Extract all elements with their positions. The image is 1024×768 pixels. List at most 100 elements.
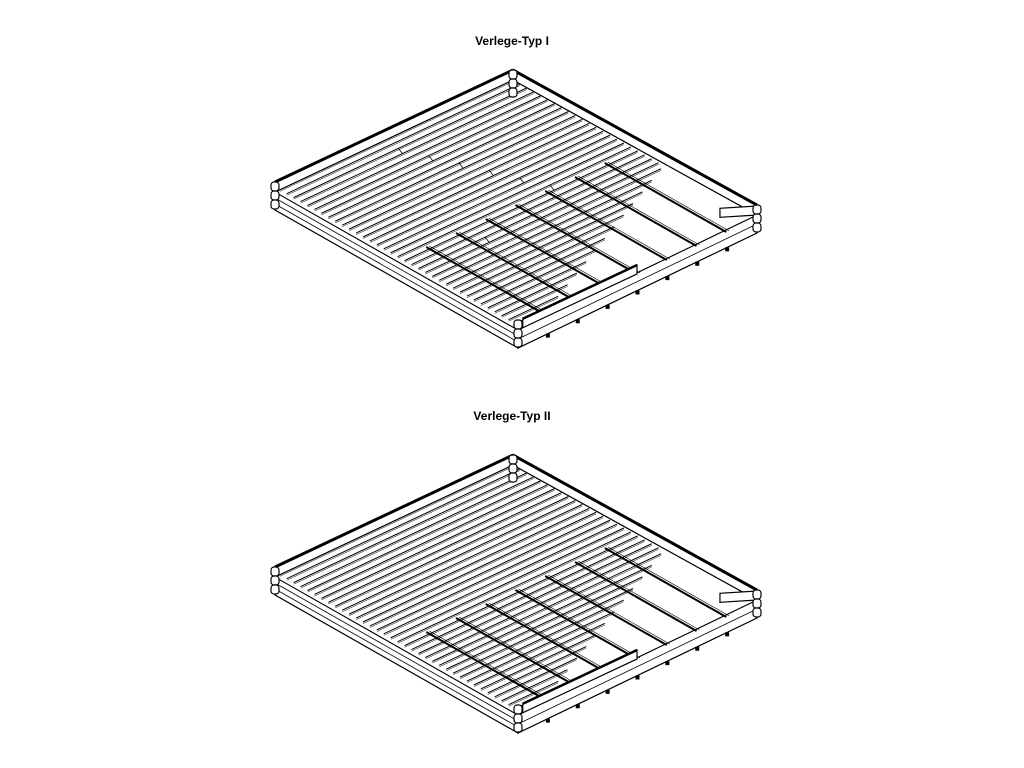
deck-board-edge bbox=[383, 523, 618, 635]
log-end-corner bbox=[752, 598, 762, 609]
deck-board-edge bbox=[438, 564, 652, 666]
log-end-corner bbox=[508, 463, 518, 474]
deck-board-edge bbox=[404, 152, 638, 263]
joist bbox=[425, 246, 549, 317]
joist bbox=[574, 176, 697, 247]
foundation-foot bbox=[665, 276, 670, 281]
deck-board-edge bbox=[397, 146, 632, 258]
deck-board-edge bbox=[425, 547, 659, 658]
joist-edge bbox=[488, 602, 611, 673]
deck-board-edge bbox=[432, 170, 662, 279]
joist-edge bbox=[577, 560, 700, 631]
deck-board-edge bbox=[446, 578, 643, 672]
deck-board-edge bbox=[362, 126, 597, 238]
deck-board-edge bbox=[459, 216, 624, 294]
deck-board-edge bbox=[286, 85, 521, 196]
joist-edge bbox=[607, 161, 730, 232]
deck-board-edge bbox=[466, 613, 615, 683]
joist bbox=[604, 547, 727, 618]
deck-board-edge bbox=[362, 511, 597, 623]
deck-board-edge bbox=[501, 669, 568, 702]
log-end-corner bbox=[513, 704, 523, 715]
beam-top-edge bbox=[522, 263, 638, 320]
foundation-foot bbox=[695, 646, 700, 651]
log-end-corner bbox=[508, 472, 518, 483]
log-end-corner bbox=[513, 713, 523, 724]
deck-board-edge bbox=[328, 107, 562, 218]
beam-log-line bbox=[274, 197, 519, 337]
deck-board-edge bbox=[452, 588, 634, 674]
deck-board-edge bbox=[473, 624, 606, 687]
log-end-corner bbox=[752, 589, 762, 600]
deck-board-edge bbox=[376, 519, 611, 631]
deck-board-edge bbox=[314, 101, 548, 212]
deck-board-edge bbox=[300, 93, 534, 204]
deck-board-edge bbox=[452, 204, 634, 291]
figure-title-type-1: Verlege-Typ I bbox=[475, 34, 549, 48]
deck-board-edge bbox=[293, 472, 528, 584]
joist bbox=[455, 617, 578, 688]
board-joint bbox=[519, 177, 524, 183]
foundation-foot bbox=[635, 290, 640, 295]
figure-title-type-2: Verlege-Typ II bbox=[473, 409, 551, 423]
foundation-foot bbox=[575, 319, 580, 324]
log-end-corner bbox=[513, 722, 523, 733]
log-end-corner bbox=[513, 337, 523, 348]
deck-board-edge bbox=[487, 647, 587, 695]
log-end-corner bbox=[752, 204, 762, 215]
beam-log-line bbox=[274, 582, 519, 722]
deck-board-edge bbox=[355, 509, 590, 620]
deck-board-edge bbox=[293, 87, 528, 199]
deck-board-edge bbox=[404, 150, 639, 262]
board-joint bbox=[428, 155, 433, 161]
deck-board-edge bbox=[286, 83, 521, 195]
deck-board-edge bbox=[466, 228, 615, 298]
deck-board-edge bbox=[466, 226, 615, 297]
deck-board-edge bbox=[501, 671, 568, 703]
deck-board-edge bbox=[487, 646, 587, 694]
deck-board-edge bbox=[328, 493, 562, 605]
beam-top-edge bbox=[274, 453, 514, 569]
deck-board-edge bbox=[369, 515, 604, 627]
deck-board-edge bbox=[369, 132, 604, 243]
foundation-foot bbox=[725, 247, 730, 252]
foundation-foot bbox=[725, 632, 730, 637]
deck-board-edge bbox=[397, 531, 632, 643]
deck-board-edge bbox=[397, 533, 631, 644]
deck-board-edge bbox=[335, 496, 569, 607]
deck-board-edge bbox=[439, 566, 652, 668]
deck-board-edge bbox=[425, 164, 659, 275]
deck-board-edge bbox=[473, 239, 606, 302]
foundation-foot bbox=[575, 704, 580, 709]
deck-board-edge bbox=[342, 116, 576, 228]
deck-board-edge bbox=[508, 297, 559, 322]
deck-board-edge bbox=[501, 284, 568, 317]
board-joint bbox=[488, 170, 494, 176]
foundation-foot bbox=[635, 675, 640, 680]
deck-figure-1 bbox=[270, 68, 762, 350]
foundation-foot bbox=[605, 304, 610, 309]
deck-board-edge bbox=[480, 634, 596, 690]
foundation-foot bbox=[545, 718, 550, 723]
deck-board-edge bbox=[459, 214, 624, 293]
deck-board-edge bbox=[418, 545, 652, 656]
beam-log-line bbox=[517, 608, 758, 725]
log-end-corner bbox=[508, 78, 518, 89]
deck-board-edge bbox=[418, 158, 652, 269]
deck-board-edge bbox=[307, 482, 541, 593]
deck-board-edge bbox=[383, 140, 618, 251]
deck-board-edge bbox=[390, 142, 625, 254]
deck-board-edge bbox=[341, 499, 576, 611]
deck-figure-2 bbox=[270, 453, 762, 735]
beam-log-line bbox=[274, 588, 519, 728]
joist-edge bbox=[548, 574, 670, 645]
deck-board-edge bbox=[335, 112, 569, 224]
foundation-foot bbox=[665, 661, 670, 666]
joist-edge bbox=[518, 203, 641, 274]
joist bbox=[425, 631, 549, 702]
deck-board-edge bbox=[452, 589, 634, 676]
deck-board-edge bbox=[335, 497, 569, 609]
deck-board-edge bbox=[342, 501, 576, 613]
deck-board-edge bbox=[293, 89, 527, 200]
deck-board-edge bbox=[432, 555, 662, 664]
